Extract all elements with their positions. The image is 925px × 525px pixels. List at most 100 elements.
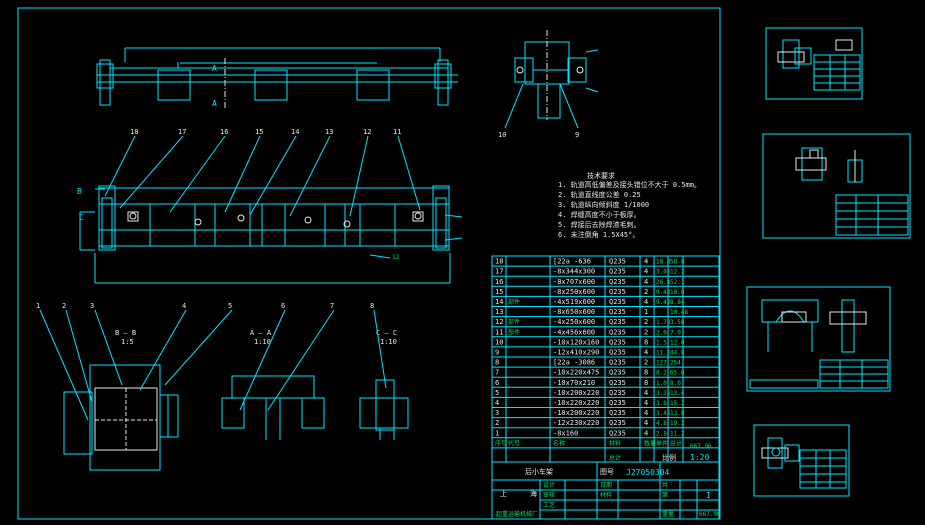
note-3: 3. 轨道纵向倾斜度 1/1000 xyxy=(558,200,649,209)
col-label-weight: 重量 xyxy=(662,510,674,518)
scale-value: 1:20 xyxy=(690,453,709,462)
table-cell-w2: 13.8 xyxy=(670,410,685,417)
table-header-name: 名称 xyxy=(553,439,565,447)
table-cell-name: -12x410x290 xyxy=(553,349,599,357)
thumbnail-sheet-3[interactable] xyxy=(746,286,891,392)
callout-3: 3 xyxy=(90,302,94,310)
section-mark-c: C xyxy=(79,213,84,222)
table-cell-mat: Q235 xyxy=(609,379,626,387)
table-cell-w2: 19.2 xyxy=(670,420,685,427)
section-b-b: B — B 1:5 xyxy=(63,329,179,471)
section-bb-scale: 1:5 xyxy=(121,338,134,346)
table-cell-mat: Q235 xyxy=(609,328,626,336)
note-4: 4. 焊缝高度不小于板厚。 xyxy=(558,210,641,219)
table-cell-mat: Q235 xyxy=(609,278,626,286)
front-view: B C 12 xyxy=(77,185,463,284)
table-header-qty: 数量 xyxy=(644,439,656,447)
table-cell-qty: 2 xyxy=(644,288,648,296)
note-5: 5. 焊接后去除焊渣毛刺。 xyxy=(558,220,641,229)
callout-4: 4 xyxy=(182,302,186,310)
callout-2: 2 xyxy=(62,302,66,310)
callout-14: 14 xyxy=(291,128,299,136)
thumbnail-sheet-2[interactable] xyxy=(762,133,911,239)
table-cell-no: 11 xyxy=(495,328,503,336)
table-cell-qty: 4 xyxy=(644,429,648,437)
table-cell-mat: Q235 xyxy=(609,268,626,276)
table-cell-w2: 65.6 xyxy=(670,370,685,377)
section-leaders xyxy=(39,309,387,421)
scale-label: 比例 xyxy=(662,453,676,462)
row-label-review: 审核 xyxy=(543,491,555,499)
table-cell-no: 8 xyxy=(495,359,499,367)
table-cell-no: 5 xyxy=(495,389,499,397)
drawing-no-label: 图号 xyxy=(600,468,614,476)
front-view-callouts: 18 17 16 15 14 13 12 11 xyxy=(130,128,401,136)
table-cell-name: -8x160 xyxy=(553,429,578,437)
table-cell-mat: Q235 xyxy=(609,429,626,437)
table-cell-w1: 9.42 xyxy=(656,289,671,296)
title-block: 后小车架 图号 J27050304 比例 1:20 上 海 起重运输机械厂 设计… xyxy=(491,453,721,520)
table-cell-no: 16 xyxy=(495,278,503,286)
table-cell-w2: 254 xyxy=(670,360,681,367)
table-cell-w2: 44.8 xyxy=(670,350,685,357)
table-header-w1: 单件 xyxy=(656,439,668,447)
table-cell-no: 3 xyxy=(495,409,499,417)
callout-18: 18 xyxy=(130,128,138,136)
table-cell-w1: 11.2 xyxy=(656,350,671,357)
table-cell-qty: 1 xyxy=(644,308,648,316)
table-cell-name: -10x70x210 xyxy=(553,379,595,387)
table-cell-name: -8x650x600 xyxy=(553,308,595,316)
table-cell-w1: 3.06 xyxy=(656,269,671,276)
table-cell-w1: 2.8 xyxy=(656,430,667,437)
table-cell-mat: Q235 xyxy=(609,409,626,417)
notes-title: 技术要求 xyxy=(587,171,615,180)
table-cell-mat: Q235 xyxy=(609,389,626,397)
table-cell-code: 部件 xyxy=(508,328,520,336)
table-cell-w1: 3.35 xyxy=(656,390,671,397)
callout-9: 9 xyxy=(575,131,579,139)
callout-11: 11 xyxy=(393,128,401,136)
table-cell-no: 13 xyxy=(495,308,503,316)
col-label-total: 共 xyxy=(662,481,668,489)
title-weight: 667.96 xyxy=(699,511,721,518)
thumbnail-sheet-4[interactable] xyxy=(753,424,850,497)
table-cell-mat: Q235 xyxy=(609,359,626,367)
sheet-count: 1 xyxy=(706,491,711,500)
table-cell-qty: 4 xyxy=(644,399,648,407)
table-cell-mat: Q235 xyxy=(609,298,626,306)
thumbnail-sheet-1[interactable] xyxy=(765,27,863,100)
table-cell-name: -4x456x600 xyxy=(553,328,595,336)
callout-8: 8 xyxy=(370,302,374,310)
table-cell-w1: 26.1 xyxy=(656,279,671,286)
callout-15: 15 xyxy=(255,128,263,136)
table-cell-w2: 13.4 xyxy=(670,390,685,397)
table-cell-code: 部件 xyxy=(508,318,520,326)
table-cell-mat: Q235 xyxy=(609,288,626,296)
table-cell-mat: Q235 xyxy=(609,349,626,357)
table-cell-name: -8x344x300 xyxy=(553,268,595,276)
table-cell-mat: Q235 xyxy=(609,419,626,427)
table-cell-qty: 4 xyxy=(644,409,648,417)
table-cell-w1: 3.8 xyxy=(656,400,667,407)
table-cell-name: -8x707x600 xyxy=(553,278,595,286)
table-cell-qty: 8 xyxy=(644,338,648,346)
table-cell-w1: 1.5 xyxy=(656,339,667,346)
section-bb-title: B — B xyxy=(115,329,136,337)
note-2: 2. 轨道直线度公差 0.25 xyxy=(558,190,641,199)
table-cell-w1: 1.0 xyxy=(656,380,667,387)
section-c-c: C — C 1:10 xyxy=(359,329,409,440)
table-header-mat: 材料 xyxy=(609,439,621,447)
company-top: 上 xyxy=(500,489,507,498)
section-a-a: A — A 1:10 xyxy=(221,329,325,440)
table-cell-w1: 8.2 xyxy=(656,370,667,377)
table-cell-qty: 2 xyxy=(644,359,648,367)
table-cell-name: -4x250x600 xyxy=(553,318,595,326)
table-cell-no: 15 xyxy=(495,288,503,296)
table-cell-name: [22a -636 xyxy=(553,258,591,266)
table-cell-w2: 10.48 xyxy=(670,309,688,316)
table-cell-qty: 4 xyxy=(644,258,648,266)
section-mark-a-bottom: A xyxy=(212,99,217,108)
table-cell-qty: 2 xyxy=(644,318,648,326)
